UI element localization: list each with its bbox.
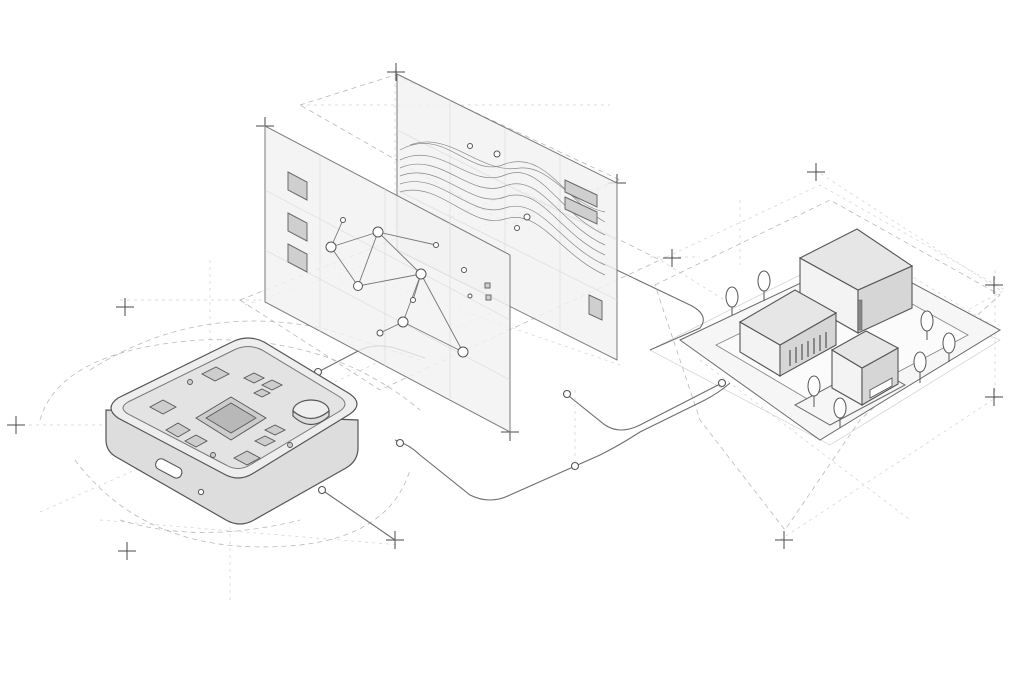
wire-junction <box>717 378 727 388</box>
graph-node <box>467 293 473 299</box>
component <box>184 434 208 448</box>
crosshair-marker <box>387 63 405 81</box>
tree <box>920 310 934 340</box>
component <box>252 388 272 398</box>
wire-device-drop <box>321 489 396 541</box>
wire-junction <box>562 389 572 399</box>
graph-node <box>372 226 384 238</box>
sidebar-square <box>287 243 308 273</box>
wire-panel-loop <box>564 382 723 431</box>
building-small <box>830 330 900 406</box>
crosshair-marker <box>116 298 134 316</box>
graph-node <box>353 281 363 291</box>
wire-junction <box>317 485 327 495</box>
network-panel <box>264 125 511 433</box>
component <box>242 372 266 384</box>
panel-marker <box>485 294 492 301</box>
buildings-icon <box>679 228 1002 441</box>
crosshair-marker <box>807 163 825 181</box>
building-vents <box>789 332 827 366</box>
panel-marker <box>484 282 491 289</box>
graph-node <box>340 217 346 223</box>
wire-junction <box>570 461 580 471</box>
tree <box>913 351 927 383</box>
panel-node <box>523 213 531 221</box>
bar-indicator <box>564 196 598 225</box>
component <box>253 435 277 447</box>
graph-node <box>410 297 416 303</box>
panel-node <box>493 150 501 158</box>
bar-indicator <box>564 179 598 208</box>
hardware-device-icon <box>105 337 359 525</box>
panel-node <box>467 143 473 149</box>
usb-port <box>155 458 183 479</box>
tree <box>757 270 771 301</box>
crosshair-marker <box>663 249 681 267</box>
tree <box>725 286 739 315</box>
component <box>263 424 287 436</box>
graph-node <box>397 316 409 328</box>
wire-campus-feed <box>599 261 704 351</box>
panel-node <box>514 225 520 231</box>
graph-node <box>415 268 427 280</box>
graph-node <box>457 346 469 358</box>
graph-node <box>376 329 384 337</box>
tree <box>807 375 821 407</box>
wire-junction <box>395 438 405 448</box>
component <box>187 379 193 385</box>
tree <box>942 332 956 362</box>
component <box>210 452 216 458</box>
component <box>260 379 284 391</box>
component <box>233 450 261 466</box>
component <box>165 422 191 438</box>
component <box>287 442 293 448</box>
waveform-panel <box>396 73 618 361</box>
tree <box>833 397 847 428</box>
wire-device-to-panels <box>394 382 731 501</box>
component <box>201 366 230 382</box>
graph-node <box>461 267 467 273</box>
crosshair-marker <box>985 276 1003 294</box>
building-tall <box>798 228 914 334</box>
building-low <box>738 289 838 377</box>
graph-node <box>433 242 439 248</box>
component <box>149 399 177 415</box>
sidebar-square <box>287 212 308 242</box>
sidebar-square <box>287 171 308 201</box>
crosshair-marker <box>985 388 1003 406</box>
crosshair-marker <box>7 416 25 434</box>
network-graph-icon <box>325 217 473 358</box>
status-led <box>197 488 205 496</box>
crosshair-marker <box>775 531 793 549</box>
bar-indicator <box>588 294 603 321</box>
crosshair-marker <box>118 542 136 560</box>
graph-node <box>325 241 337 253</box>
